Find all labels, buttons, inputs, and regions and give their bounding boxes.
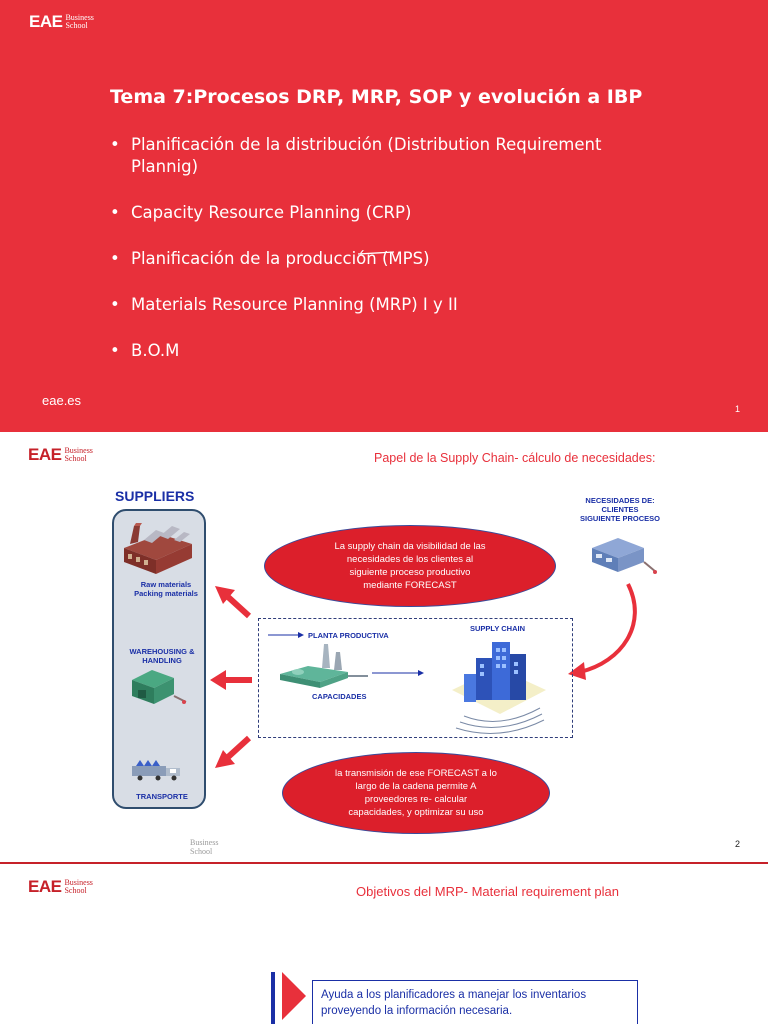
truck-icon bbox=[130, 760, 184, 784]
accent-bar bbox=[271, 972, 275, 1024]
raw-materials-label: Raw materials Packing materials bbox=[118, 580, 214, 598]
annotation-stroke bbox=[356, 250, 396, 256]
slide-3: EAE Business School Objetivos del MRP- M… bbox=[0, 864, 768, 1024]
ellipse-line: capacidades, y optimizar su uso bbox=[335, 806, 497, 819]
suppliers-title: SUPPLIERS bbox=[115, 488, 194, 504]
business-school-watermark: Business School bbox=[190, 838, 218, 856]
ellipse-line: siguiente proceso productivo bbox=[334, 566, 485, 579]
logo-eae-text: EAE bbox=[29, 12, 62, 32]
ellipse-text: La supply chain da visibilidad de las ne… bbox=[334, 540, 485, 592]
logo-eae-text: EAE bbox=[28, 877, 61, 897]
planta-arrow bbox=[266, 630, 306, 640]
ellipse-line: La supply chain da visibilidad de las bbox=[334, 540, 485, 553]
footer-url: eae.es bbox=[42, 393, 81, 408]
forecast-visibility-ellipse: La supply chain da visibilidad de las ne… bbox=[264, 525, 556, 607]
logo-school: School bbox=[65, 22, 93, 30]
necesidades-line: NECESIDADES DE: bbox=[560, 496, 680, 505]
watermark-line: School bbox=[190, 847, 218, 856]
necesidades-arc-arrow bbox=[562, 578, 642, 682]
slide-2: EAE Business School Papel de la Supply C… bbox=[0, 432, 768, 862]
necesidades-line: CLIENTES bbox=[560, 505, 680, 514]
page-number: 2 bbox=[735, 839, 740, 849]
bullet-item: Capacity Resource Planning (CRP) bbox=[110, 202, 640, 224]
watermark-line: Business bbox=[190, 838, 218, 847]
supply-chain-buildings-icon bbox=[448, 634, 550, 734]
ellipse-line: proveedores re- calcular bbox=[335, 793, 497, 806]
bullet-item: Planificación de la distribución (Distri… bbox=[110, 134, 640, 178]
ellipse-line: largo de la cadena permite A bbox=[335, 780, 497, 793]
ellipse-line: necesidades de los clientes al bbox=[334, 553, 485, 566]
customer-store-icon bbox=[588, 532, 660, 578]
logo-eae-text: EAE bbox=[28, 445, 61, 465]
necesidades-label: NECESIDADES DE: CLIENTES SIGUIENTE PROCE… bbox=[560, 496, 680, 523]
supply-chain-label: SUPPLY CHAIN bbox=[470, 624, 525, 633]
eae-logo: EAE Business School bbox=[29, 12, 94, 32]
warehousing-line-2: HANDLING bbox=[114, 656, 210, 665]
logo-subtitle: Business School bbox=[64, 447, 92, 463]
eae-logo: EAE Business School bbox=[28, 445, 93, 465]
arrow-to-transport bbox=[209, 732, 255, 772]
ellipse-line: la transmisión de ese FORECAST a lo bbox=[335, 767, 497, 780]
plant-icon bbox=[278, 640, 372, 690]
mrp-objective-box: Ayuda a los planificadores a manejar los… bbox=[312, 980, 638, 1024]
ellipse-line: mediante FORECAST bbox=[334, 579, 485, 592]
red-triangle-icon bbox=[280, 970, 308, 1024]
logo-subtitle: Business School bbox=[64, 879, 92, 895]
slide-3-title: Objetivos del MRP- Material requirement … bbox=[356, 884, 619, 899]
logo-subtitle: Business School bbox=[65, 14, 93, 30]
slide-1-title: Tema 7:Procesos DRP, MRP, SOP y evolució… bbox=[110, 86, 642, 108]
transport-label: TRANSPORTE bbox=[114, 792, 210, 801]
capacidades-label: CAPACIDADES bbox=[312, 692, 366, 701]
slide-1: EAE Business School Tema 7:Procesos DRP,… bbox=[0, 0, 768, 432]
page-number: 1 bbox=[735, 404, 740, 414]
logo-school: School bbox=[64, 887, 92, 895]
bullet-item: Materials Resource Planning (MRP) I y II bbox=[110, 294, 640, 316]
necesidades-line: SIGUIENTE PROCESO bbox=[560, 514, 680, 523]
packing-materials-line: Packing materials bbox=[118, 589, 214, 598]
raw-materials-line: Raw materials bbox=[118, 580, 214, 589]
slide-2-title: Papel de la Supply Chain- cálculo de nec… bbox=[374, 451, 655, 465]
capacity-arrow bbox=[370, 668, 426, 678]
eae-logo: EAE Business School bbox=[28, 877, 93, 897]
slide-1-bullet-list: Planificación de la distribución (Distri… bbox=[110, 134, 640, 386]
warehousing-label: WAREHOUSING & HANDLING bbox=[114, 647, 210, 665]
factory-icon bbox=[120, 518, 196, 576]
logo-school: School bbox=[64, 455, 92, 463]
bullet-item: B.O.M bbox=[110, 340, 640, 362]
warehouse-icon bbox=[128, 666, 190, 708]
arrow-to-warehousing bbox=[206, 668, 254, 692]
arrow-to-raw-materials bbox=[209, 582, 255, 622]
planta-productiva-label: PLANTA PRODUCTIVA bbox=[308, 631, 389, 640]
forecast-transmission-ellipse: la transmisión de ese FORECAST a lo larg… bbox=[282, 752, 550, 834]
warehousing-line-1: WAREHOUSING & bbox=[114, 647, 210, 656]
ellipse-text: la transmisión de ese FORECAST a lo larg… bbox=[335, 767, 497, 819]
